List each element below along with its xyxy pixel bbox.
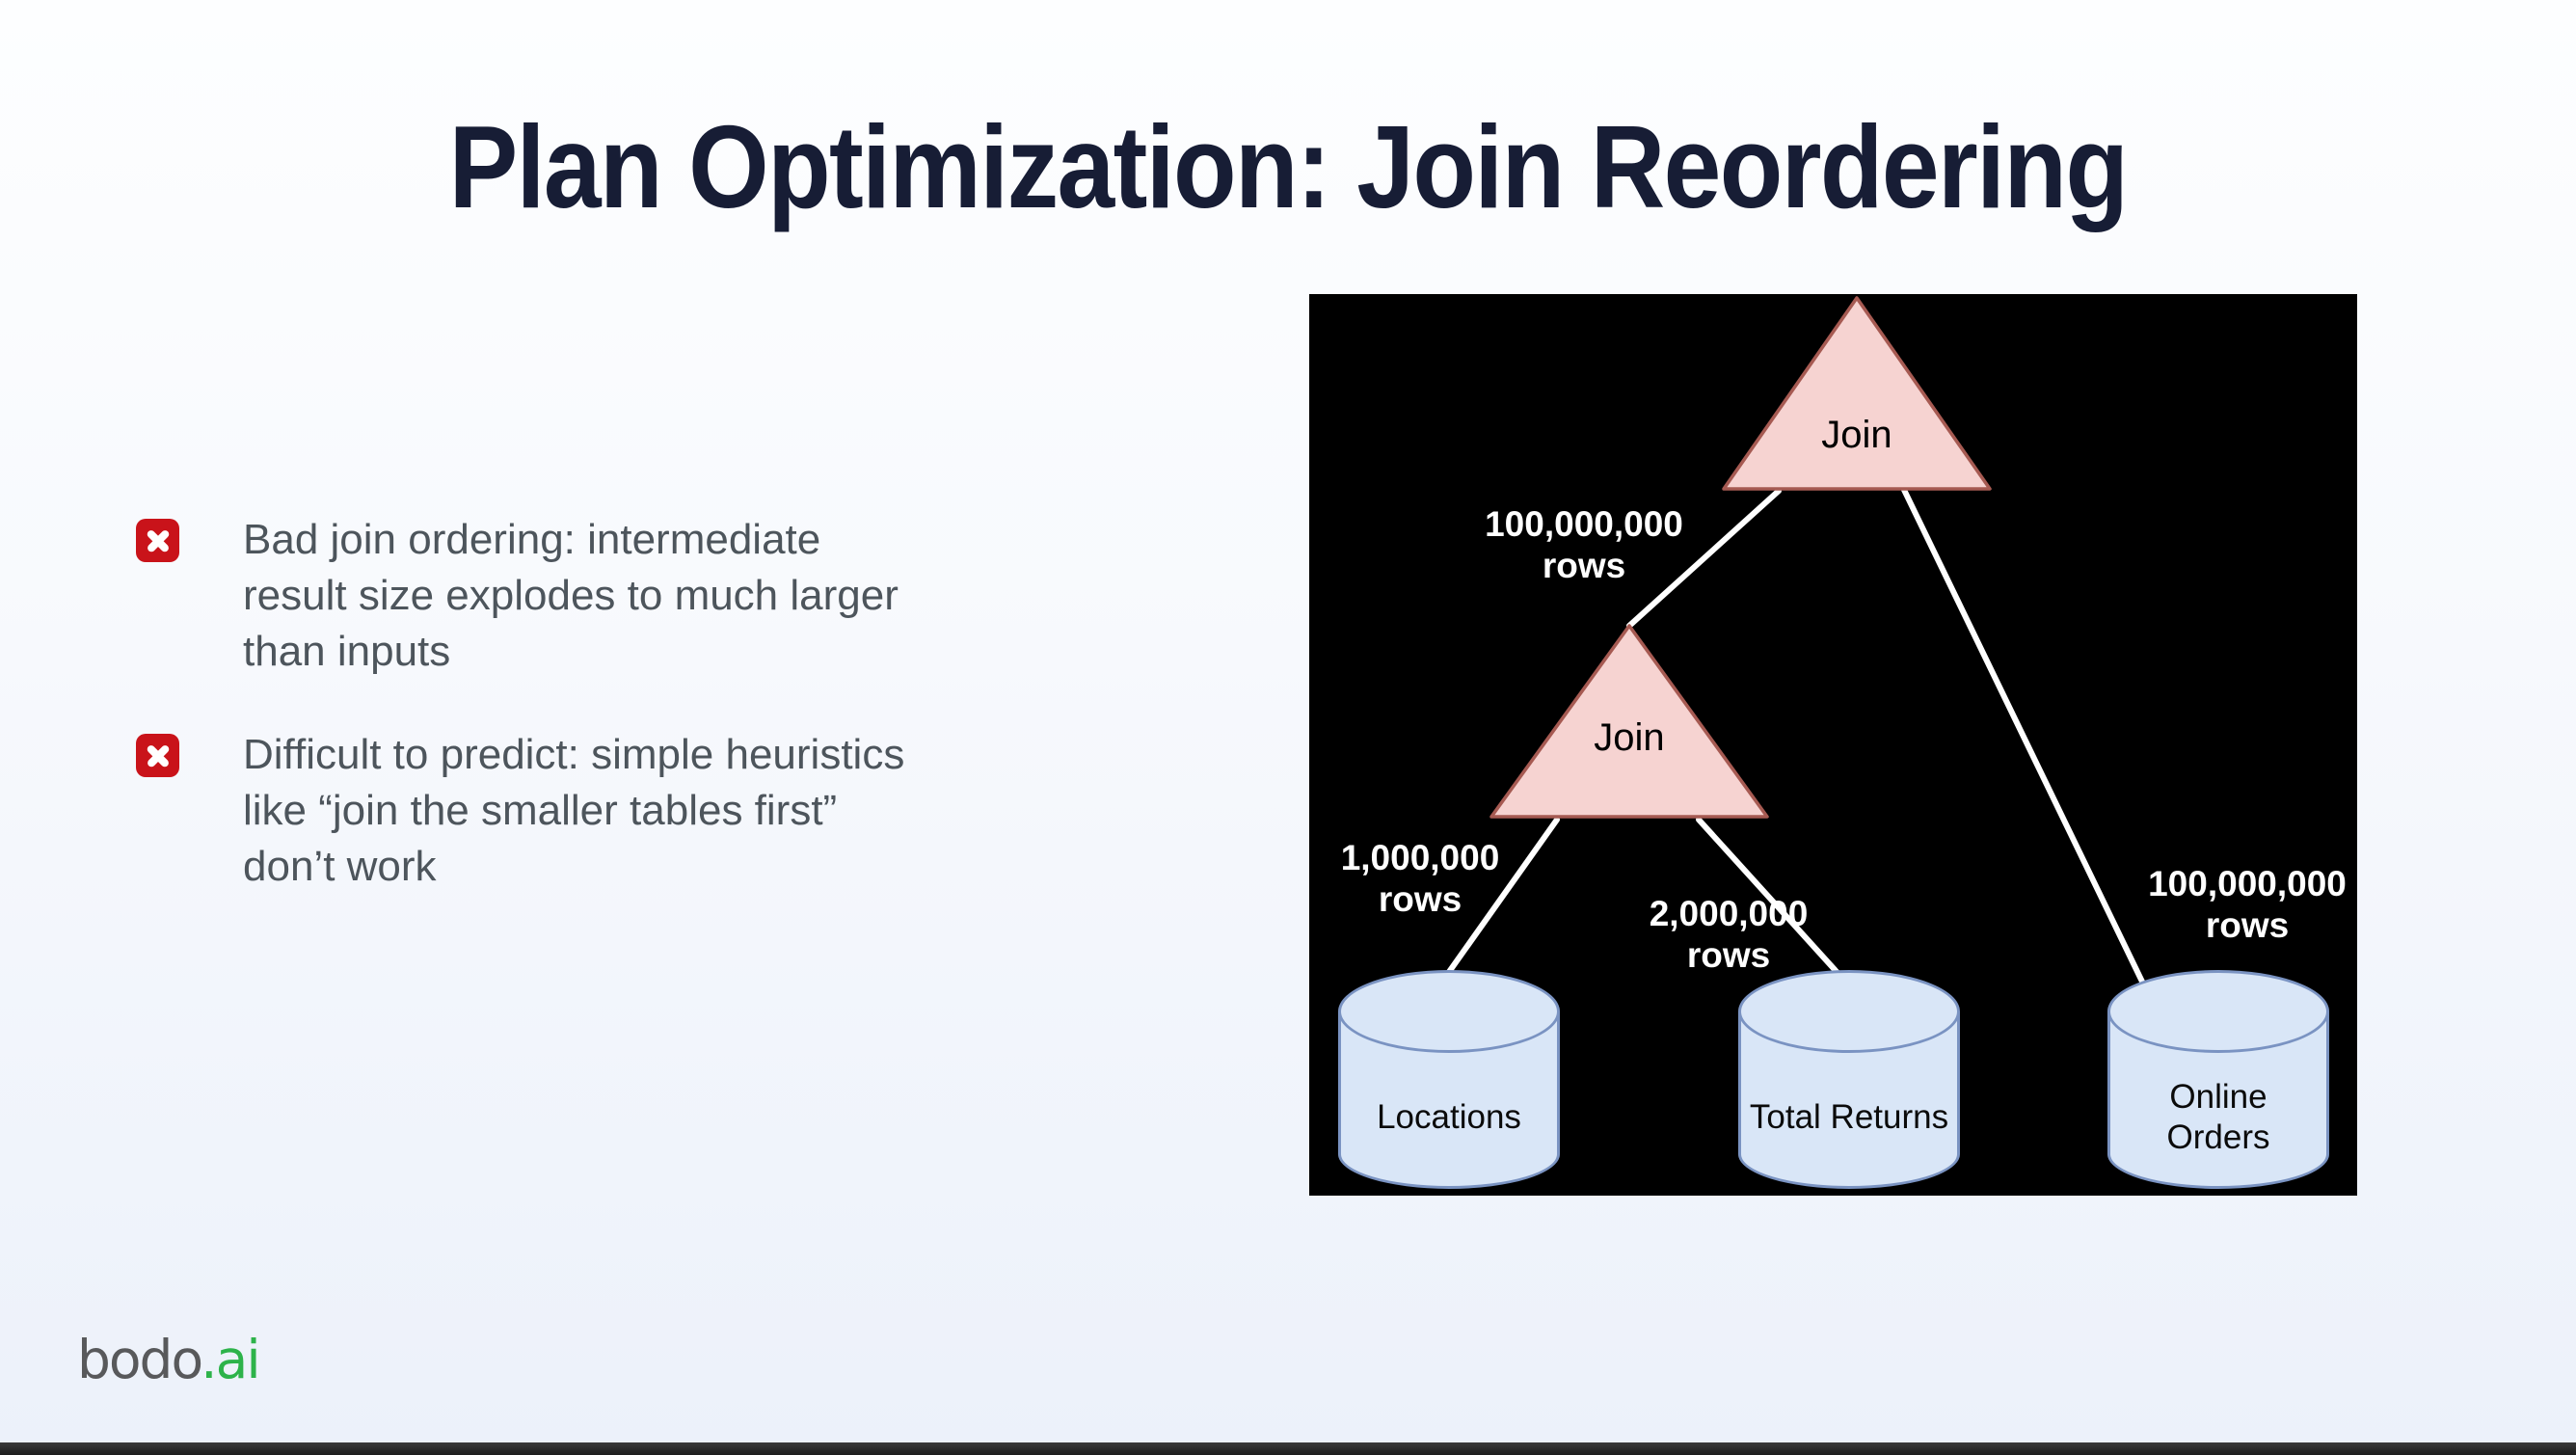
join-tree-diagram: Join Join 100,000,000 rows 1,000,000 row… [1309, 294, 2357, 1196]
edge-label-line: rows [1542, 546, 1626, 585]
bullet-line: Difficult to predict: simple heuristics [243, 731, 905, 778]
bullet-line: don’t work [243, 843, 437, 890]
bullet-list: Bad join ordering: intermediate result s… [136, 512, 1148, 895]
join-tree-shapes [1446, 296, 2145, 984]
red-cross-icon [136, 734, 179, 777]
table-name-line: Locations [1377, 1097, 1521, 1136]
edge-label-line: 1,000,000 [1340, 838, 1500, 877]
bullet-text: Bad join ordering: intermediate result s… [243, 512, 899, 680]
edge-lower-to-locations [1446, 817, 1560, 975]
edge-top-to-lower-join [1626, 488, 1782, 629]
edge-label-line: 100,000,000 [1485, 504, 1683, 544]
table-name: Locations [1338, 1053, 1560, 1181]
cylinder-top-ellipse [1738, 970, 1960, 1053]
join-triangle-lower [1489, 624, 1769, 819]
bullet-difficult-to-predict: Difficult to predict: simple heuristics … [136, 727, 1148, 895]
bullet-bad-join-ordering: Bad join ordering: intermediate result s… [136, 512, 1148, 680]
red-cross-icon [136, 519, 179, 562]
table-name-line: Online [2169, 1077, 2267, 1116]
table-name: Total Returns [1738, 1053, 1960, 1181]
edge-label-line: rows [1686, 935, 1771, 975]
page-title: Plan Optimization: Join Reordering [448, 101, 2129, 232]
join-triangle-top [1722, 296, 1992, 491]
table-name-line: Orders [2166, 1118, 2270, 1156]
bullet-line: like “join the smaller tables first” [243, 787, 838, 834]
join-node-label: Join [1821, 414, 1892, 456]
bodo-ai-logo: bodo.ai [77, 1329, 261, 1390]
bottom-bar [0, 1442, 2576, 1455]
bullet-text: Difficult to predict: simple heuristics … [243, 727, 904, 895]
logo-text-green: .ai [201, 1329, 260, 1390]
bullet-line: result size explodes to much larger [243, 572, 899, 619]
database-cylinder-online-orders: Online Orders [2107, 970, 2329, 1189]
edge-top-to-online-orders [1901, 487, 2145, 984]
edge-label-line: 100,000,000 [2148, 864, 2347, 903]
edge-label-online-orders-rows: 100,000,000 rows [2093, 863, 2402, 946]
table-name-line: Total Returns [1749, 1097, 1949, 1136]
edge-label-total-returns-rows: 2,000,000 rows [1574, 893, 1883, 976]
table-name: Online Orders [2107, 1053, 2329, 1181]
bullet-line: Bad join ordering: intermediate [243, 516, 821, 563]
cylinder-top-ellipse [1338, 970, 1560, 1053]
cylinder-top-ellipse [2107, 970, 2329, 1053]
edge-label-line: rows [1378, 879, 1462, 919]
edge-label-intermediate-rows: 100,000,000 rows [1430, 503, 1738, 586]
bullet-line: than inputs [243, 628, 451, 675]
edge-lower-to-total-returns [1696, 817, 1841, 977]
edge-label-line: rows [2205, 905, 2290, 945]
database-cylinder-total-returns: Total Returns [1738, 970, 1960, 1189]
edge-label-locations-rows: 1,000,000 rows [1266, 837, 1574, 920]
logo-text-gray: bodo [77, 1329, 202, 1390]
database-cylinder-locations: Locations [1338, 970, 1560, 1189]
join-node-label: Join [1594, 716, 1665, 759]
edge-label-line: 2,000,000 [1649, 894, 1809, 933]
